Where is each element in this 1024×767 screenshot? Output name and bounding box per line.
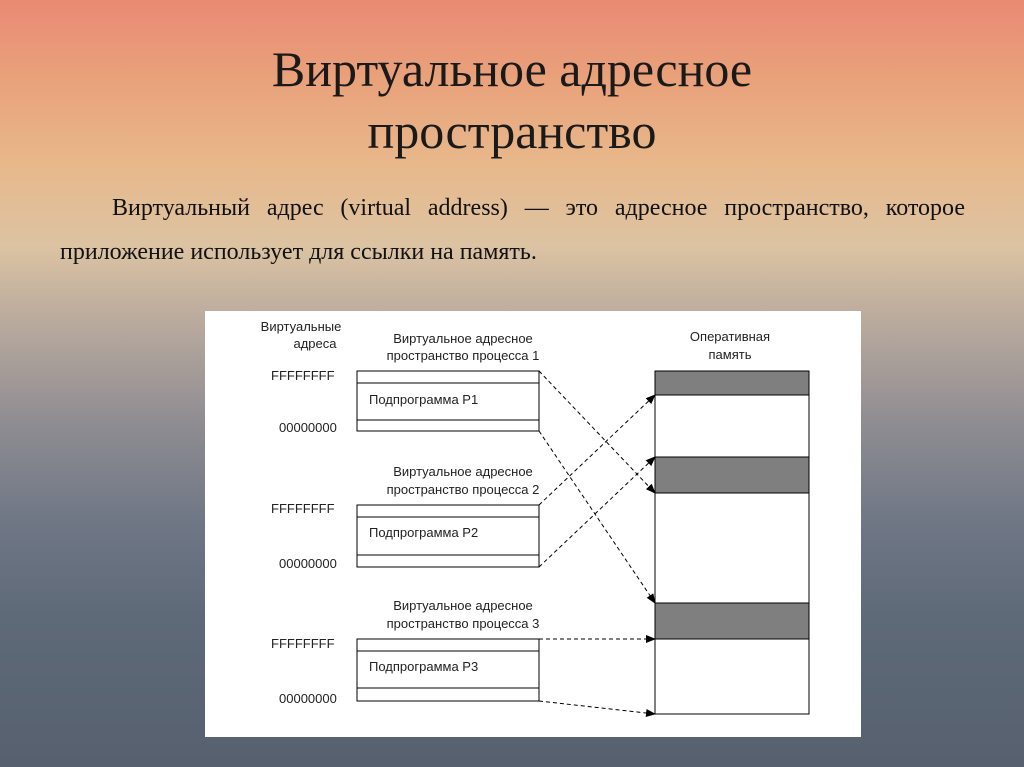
mapping-arrows xyxy=(538,370,656,717)
process-2-title-2: пространство процесса 2 xyxy=(387,482,540,497)
process-1-subprogram: Подпрограмма P1 xyxy=(369,392,478,407)
process-1-title-1: Виртуальное адресное xyxy=(393,331,533,346)
arrow-p1-bottom xyxy=(538,430,656,604)
definition-paragraph: Виртуальный адрес (virtual address) — эт… xyxy=(60,195,965,265)
process-1-group: Виртуальное адресное пространство процес… xyxy=(271,331,540,435)
title-line-1: Виртуальное адресное xyxy=(271,41,753,97)
process-2-bottom-address: 00000000 xyxy=(279,556,337,571)
virtual-addresses-label-1: Виртуальные xyxy=(261,319,342,334)
ram-frame xyxy=(654,370,810,715)
process-3-subprogram: Подпрограмма P3 xyxy=(369,659,478,674)
slide-title: Виртуальное адресное пространство xyxy=(0,38,1024,162)
title-line-2: пространство xyxy=(367,103,657,159)
process-1-title-2: пространство процесса 1 xyxy=(387,348,540,363)
process-3-address-space xyxy=(356,638,540,702)
memory-mapping-diagram: Виртуальные адреса Оперативная память Ви… xyxy=(205,311,861,737)
process-2-subprogram: Подпрограмма P2 xyxy=(369,525,478,540)
arrow-p3-bottom xyxy=(538,700,656,717)
process-3-top-address: FFFFFFFF xyxy=(271,636,335,651)
arrow-p2-top xyxy=(538,394,656,506)
arrow-p2-bottom xyxy=(538,456,656,568)
process-2-group: Виртуальное адресное пространство процес… xyxy=(271,464,540,571)
process-3-bottom-address: 00000000 xyxy=(279,691,337,706)
ram-label-1: Оперативная xyxy=(690,329,770,344)
ram-block-1 xyxy=(654,370,810,396)
process-1-address-space xyxy=(356,370,540,432)
ram-column xyxy=(654,370,810,715)
process-3-group: Виртуальное адресное пространство процес… xyxy=(271,598,540,706)
process-1-bottom-address: 00000000 xyxy=(279,420,337,435)
process-3-title-2: пространство процесса 3 xyxy=(387,616,540,631)
process-3-title-1: Виртуальное адресное xyxy=(393,598,533,613)
ram-block-2 xyxy=(654,456,810,494)
process-2-title-1: Виртуальное адресное xyxy=(393,464,533,479)
virtual-addresses-label-2: адреса xyxy=(293,336,337,351)
process-2-address-space xyxy=(356,504,540,568)
arrow-p1-top xyxy=(538,370,656,494)
process-1-top-address: FFFFFFFF xyxy=(271,368,335,383)
ram-block-3 xyxy=(654,602,810,640)
process-2-top-address: FFFFFFFF xyxy=(271,501,335,516)
ram-label-2: память xyxy=(709,347,752,362)
